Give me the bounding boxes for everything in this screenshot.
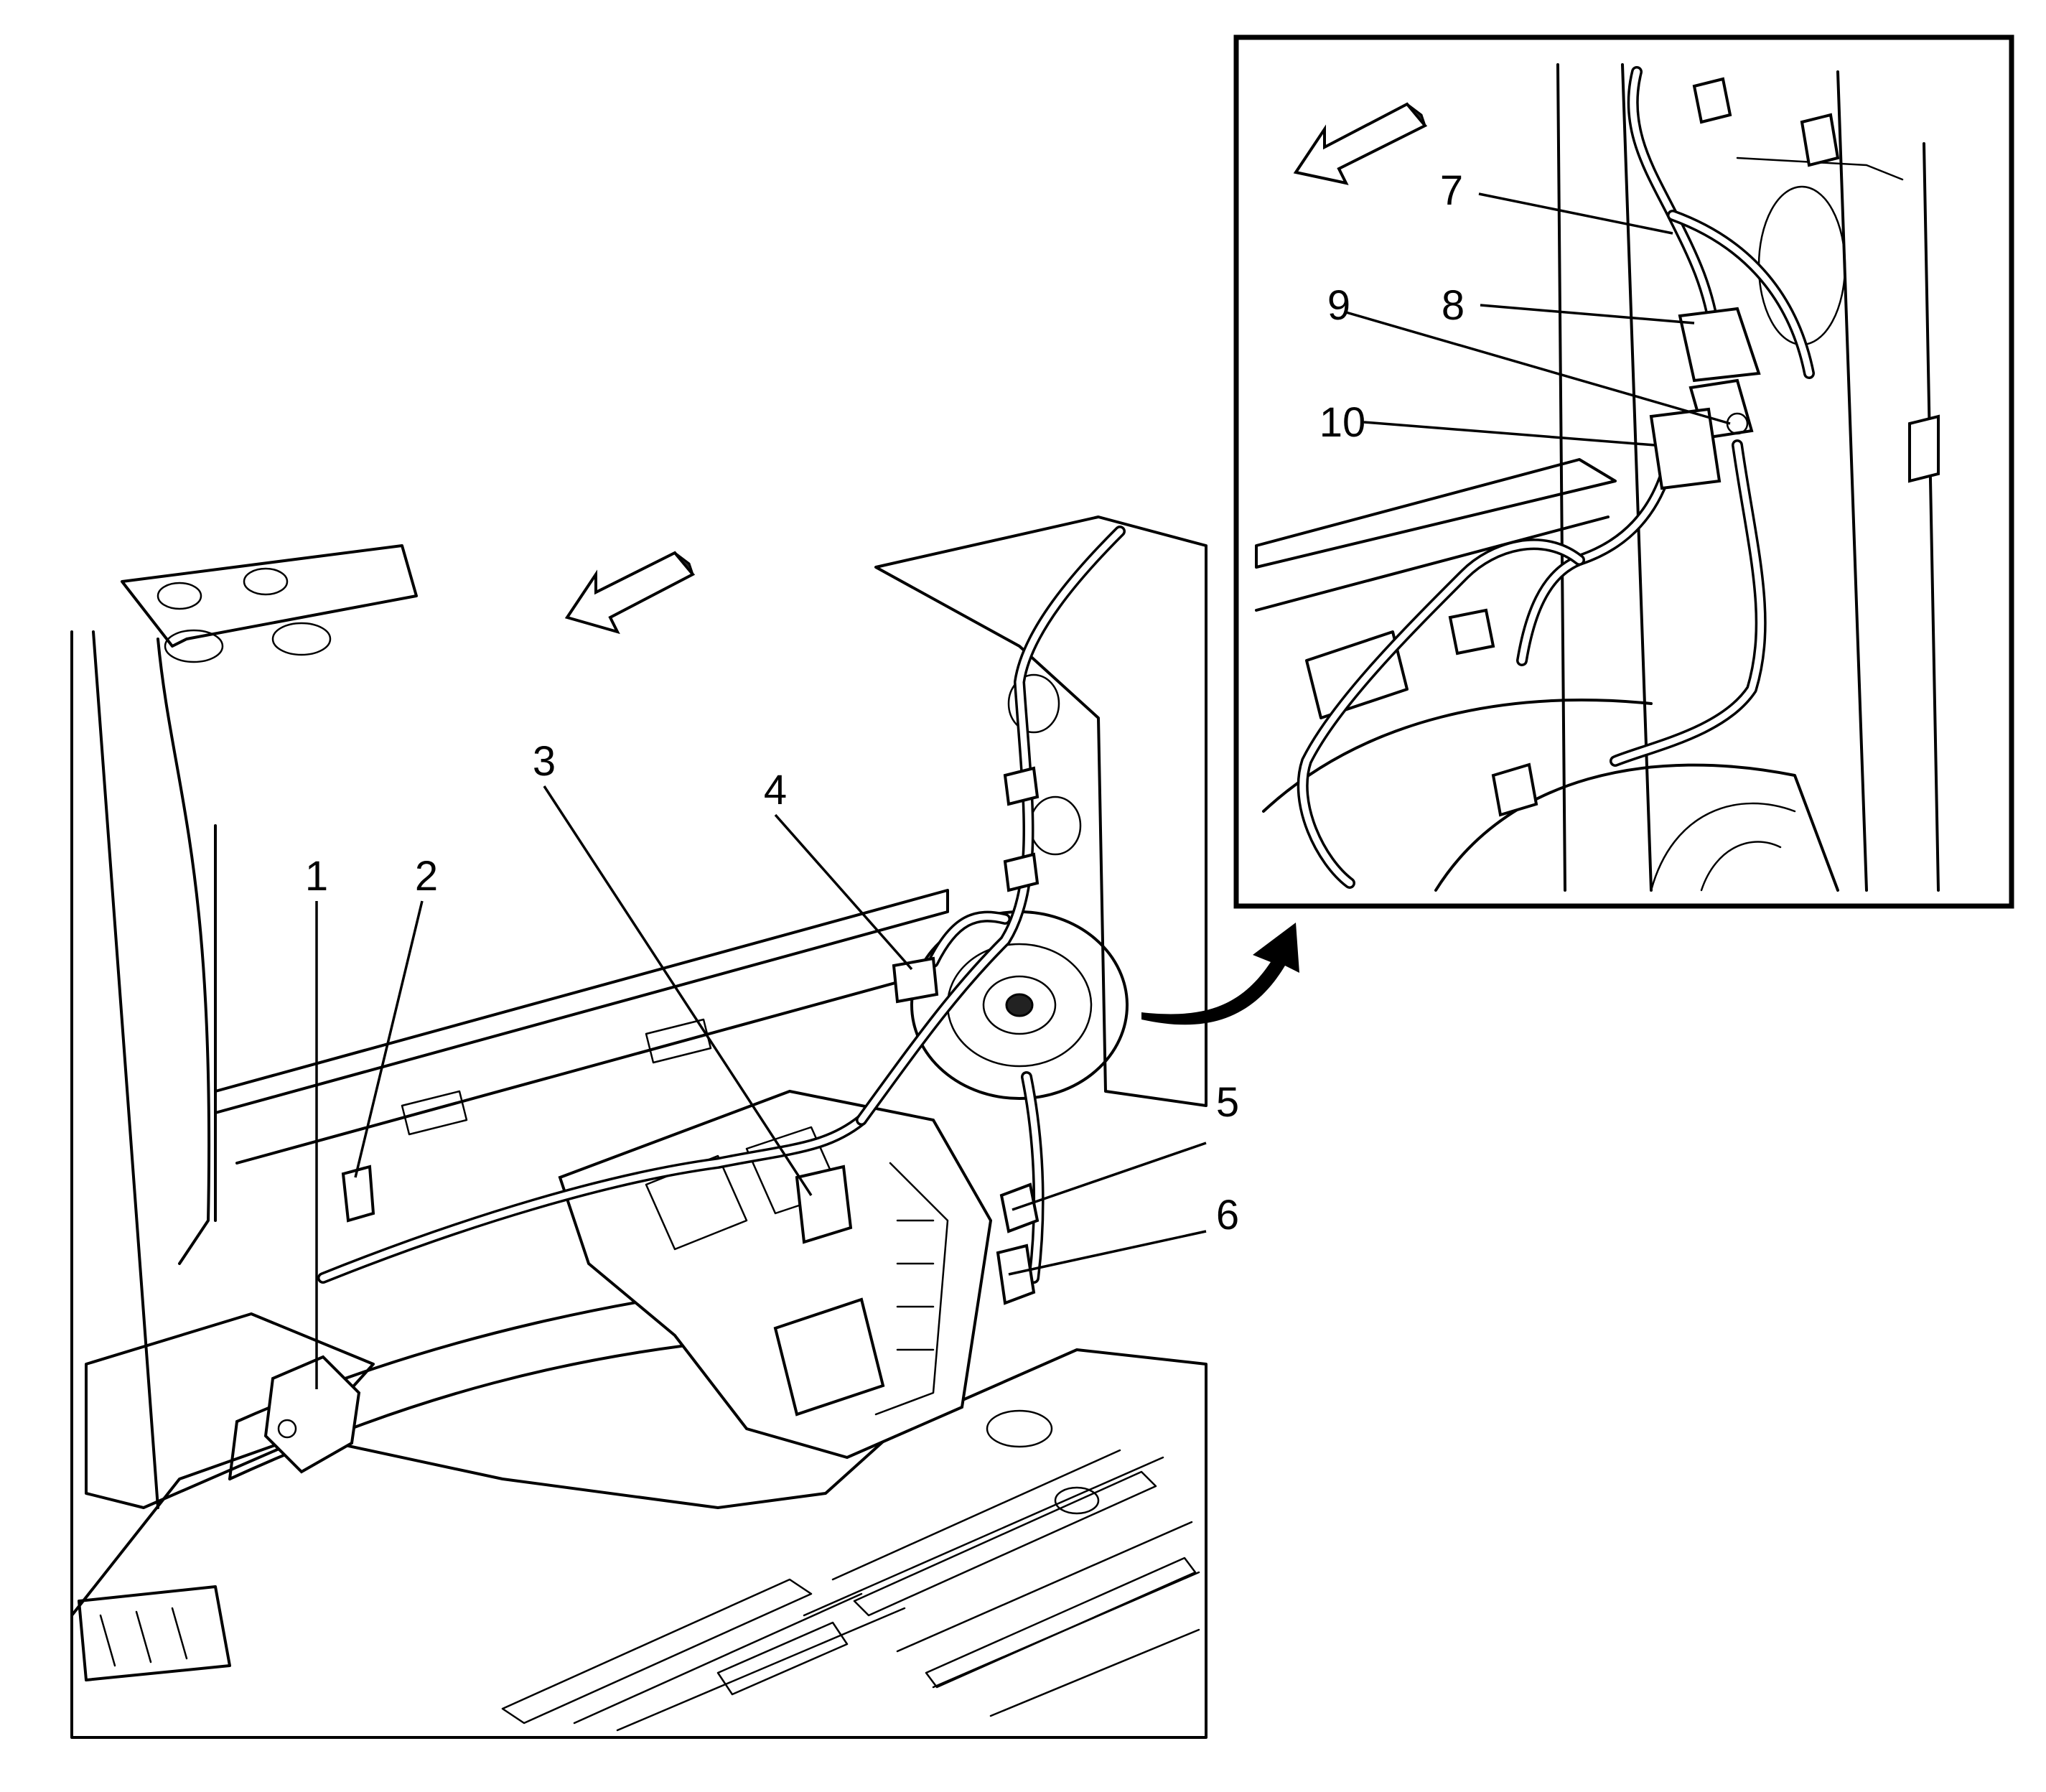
- inset-harness: [1297, 66, 1815, 889]
- callout-3: 3: [533, 738, 556, 785]
- callout-labels: 1 2 3 4 5 6 7 8 9 10: [305, 167, 1465, 1238]
- inset-front-direction-arrow-icon: [1293, 102, 1428, 185]
- callout-5: 5: [1216, 1079, 1239, 1126]
- actuator-3: [795, 1165, 853, 1244]
- left-duct-assembly: [70, 544, 827, 1681]
- callout-4: 4: [764, 767, 787, 813]
- connector-2: [341, 1165, 375, 1223]
- callout-6: 6: [1216, 1192, 1239, 1238]
- component-6: [996, 1243, 1036, 1305]
- detail-inset: [1233, 34, 2014, 909]
- cargo-walls: [214, 515, 1207, 1165]
- main-components: [263, 766, 1040, 1474]
- callout-2: 2: [415, 853, 438, 900]
- inset-components: [1448, 77, 1840, 817]
- callout-8: 8: [1442, 282, 1465, 329]
- callout-10: 10: [1319, 399, 1366, 446]
- inset-module-8: [1678, 307, 1761, 383]
- leader-lines: [315, 192, 1731, 1389]
- inset-structure: [1255, 63, 1940, 892]
- callout-7: 7: [1440, 167, 1463, 214]
- callout-1: 1: [305, 853, 328, 900]
- connector-4: [892, 956, 939, 1004]
- curved-detail-arrow-icon: [1141, 923, 1299, 1025]
- actuator-1: [263, 1355, 361, 1474]
- callout-9: 9: [1327, 282, 1350, 329]
- main-view: [70, 515, 1299, 1739]
- front-direction-arrow-icon: [564, 551, 696, 635]
- wiring-harness-main: [317, 526, 1126, 1284]
- floor-panel: [70, 1348, 1207, 1739]
- inset-module-10: [1649, 407, 1722, 490]
